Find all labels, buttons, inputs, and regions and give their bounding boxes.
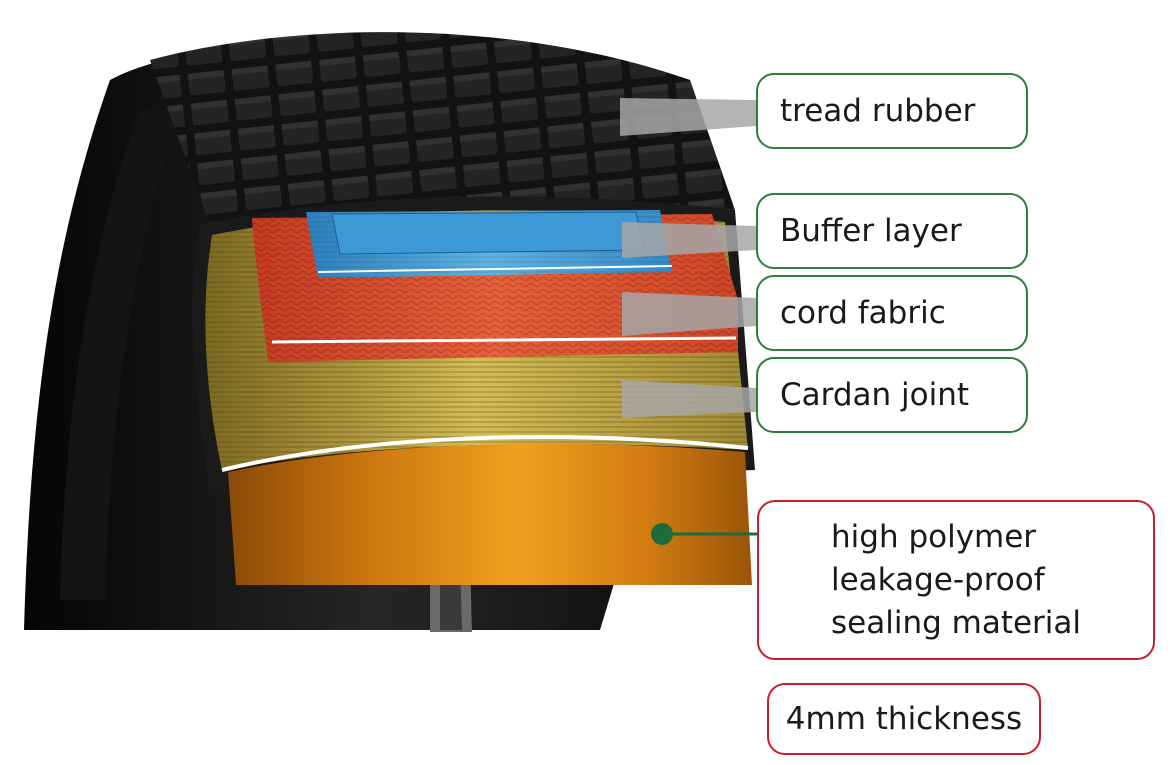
tread-rubber-label: tread rubber <box>756 73 1028 149</box>
buffer-layer-label: Buffer layer <box>756 193 1028 269</box>
buffer-layer-text: Buffer layer <box>780 213 962 249</box>
sealing-material-line-2: leakage-proof <box>831 561 1045 598</box>
sealing-material-label: high polymer leakage-proof sealing mater… <box>757 500 1155 660</box>
cardan-joint-label: Cardan joint <box>756 357 1028 433</box>
tread-rubber-layer <box>150 32 735 225</box>
sealant-pointer <box>651 523 757 545</box>
thickness-text: 4mm thickness <box>785 701 1023 737</box>
inner-liner-line <box>221 435 749 472</box>
cord-fabric-label: cord fabric <box>756 275 1028 351</box>
sealing-material-line-1: high polymer <box>831 518 1037 555</box>
cord-fabric-text: cord fabric <box>780 295 946 331</box>
cardan-joint-text: Cardan joint <box>780 377 970 413</box>
buffer-layer <box>306 210 673 278</box>
thickness-label: 4mm thickness <box>767 683 1041 755</box>
sealing-material-line-3: sealing material <box>831 604 1082 641</box>
tread-rubber-text: tread rubber <box>780 93 976 129</box>
leader-lines <box>620 98 756 418</box>
sealant-layer <box>228 443 752 585</box>
